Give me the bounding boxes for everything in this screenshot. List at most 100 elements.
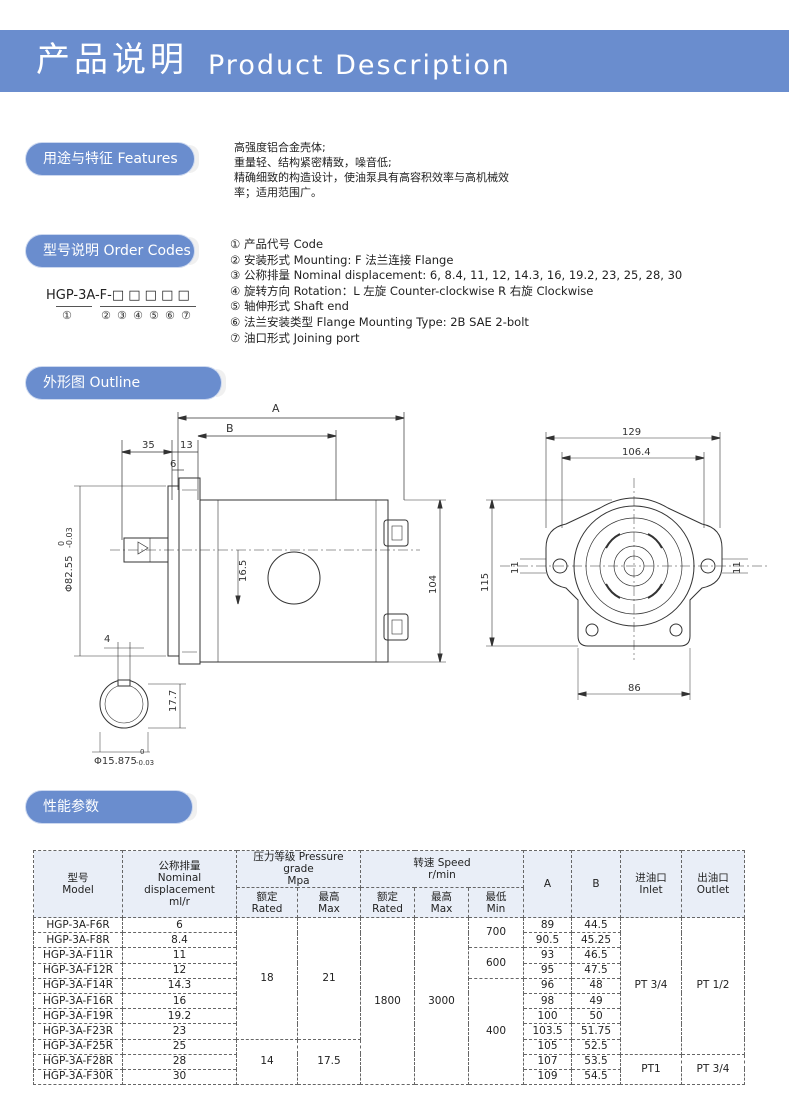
cell-B: 48 bbox=[571, 977, 621, 994]
section-order-codes: 型号说明 Order Codes bbox=[26, 235, 199, 267]
cell-disp: 19.2 bbox=[122, 1008, 237, 1025]
side-view: A B 35 13 6 bbox=[57, 402, 446, 665]
section-spec: 性能参数 Specification bbox=[26, 791, 197, 847]
cell-B: 46.5 bbox=[571, 947, 621, 964]
tol-upper: 0 bbox=[140, 748, 144, 756]
table-row: HGP-3A-F23R 23 103.5 51.75 bbox=[33, 1023, 745, 1040]
code-line: ① 产品代号 Code bbox=[230, 237, 324, 251]
code-num: ③ bbox=[117, 309, 127, 322]
cell-A: 100 bbox=[523, 1008, 572, 1025]
code-underline bbox=[56, 306, 92, 307]
page-title-en: Product Description bbox=[208, 50, 511, 81]
cell-model: HGP-3A-F8R bbox=[33, 932, 123, 949]
code-line: ④ 旋转方向 Rotation：L 左旋 Counter-clockwise R… bbox=[230, 283, 594, 298]
cell-rated: 14 bbox=[236, 1038, 298, 1086]
dim-11-right: 11 bbox=[732, 561, 743, 574]
cell-B: 52.5 bbox=[571, 1038, 621, 1055]
cell-disp: 12 bbox=[122, 962, 237, 979]
dim-35: 35 bbox=[142, 440, 155, 451]
tol-lower: -0.03 bbox=[136, 759, 154, 767]
cell-A: 98 bbox=[523, 992, 572, 1010]
cell-A: 95 bbox=[523, 962, 572, 979]
code-num: ② bbox=[101, 309, 111, 322]
dim-115: 115 bbox=[480, 573, 491, 592]
code-line: ⑦ 油口形式 Joining port bbox=[230, 330, 360, 345]
feature-line: 重量轻、结构紧密精致，噪音低; bbox=[234, 156, 392, 169]
cell-B: 54.5 bbox=[571, 1068, 621, 1086]
dim-phi-82-55: Φ82.55 bbox=[64, 556, 75, 593]
cell-model: HGP-3A-F14R bbox=[33, 977, 123, 994]
cell-B: 49 bbox=[571, 992, 621, 1010]
cell-A: 105 bbox=[523, 1038, 572, 1055]
order-code-list: ① 产品代号 Code ② 安装形式 Mounting: F 法兰连接 Flan… bbox=[230, 237, 682, 346]
feature-line: 高强度铝合金壳体; bbox=[234, 141, 326, 154]
cell-speed-min: 600 bbox=[468, 947, 524, 979]
cell-model: HGP-3A-F11R bbox=[33, 947, 123, 964]
cell-model: HGP-3A-F6R bbox=[33, 916, 123, 934]
cell-B: 45.25 bbox=[571, 932, 621, 949]
cell-B: 51.75 bbox=[571, 1023, 621, 1040]
code-line: ② 安装形式 Mounting: F 法兰连接 Flange bbox=[230, 252, 454, 267]
cell-A: 107 bbox=[523, 1053, 572, 1070]
table-row: HGP-3A-F6R 6 18 21 1800 3000 700 89 44.5… bbox=[33, 916, 745, 1086]
table-row: HGP-3A-F30R 30 109 54.5 bbox=[33, 1068, 745, 1086]
cell-A: 89 bbox=[523, 916, 572, 934]
cell-disp: 6 bbox=[122, 916, 237, 934]
cell-model: HGP-3A-F28R bbox=[33, 1053, 123, 1070]
cell-A: 103.5 bbox=[523, 1023, 572, 1040]
cell-disp: 16 bbox=[122, 992, 237, 1010]
code-num: ⑦ bbox=[181, 309, 191, 322]
front-view: 129 106.4 11 11 115 bbox=[480, 427, 770, 700]
cell-outlet: PT 1/2 bbox=[681, 917, 745, 1055]
cell-max: 17.5 bbox=[297, 1038, 361, 1086]
cell-speed-rated: 1800 bbox=[360, 916, 415, 1086]
cell-max: 21 bbox=[297, 917, 361, 1040]
dim-129: 129 bbox=[622, 427, 641, 438]
code-line: ⑤ 轴伸形式 Shaft end bbox=[230, 299, 349, 314]
cell-inlet: PT 3/4 bbox=[620, 917, 682, 1055]
tol-upper: 0 bbox=[57, 541, 66, 546]
header-B: B bbox=[571, 850, 621, 918]
code-line: ⑥ 法兰安装类型 Flange Mounting Type: 2B SAE 2-… bbox=[230, 314, 529, 329]
cell-speed-max: 3000 bbox=[414, 916, 469, 1086]
cell-A: 93 bbox=[523, 947, 572, 964]
cell-model: HGP-3A-F25R bbox=[33, 1038, 123, 1055]
table-row: HGP-3A-F8R 8.4 90.5 45.25 bbox=[33, 932, 745, 949]
table-row: HGP-3A-F25R 25 14 17.5 105 52.5 bbox=[33, 1038, 745, 1086]
cell-outlet: PT 3/4 bbox=[681, 1053, 745, 1086]
code-line: ③ 公称排量 Nominal displacement: 6, 8.4, 11,… bbox=[230, 268, 683, 283]
dim-16-5: 16.5 bbox=[238, 560, 249, 582]
header-A: A bbox=[523, 850, 572, 918]
model-code: HGP-3A-F-□ □ □ □ □ bbox=[46, 288, 190, 303]
cell-B: 50 bbox=[571, 1008, 621, 1025]
cell-A: 109 bbox=[523, 1068, 572, 1086]
cell-disp: 25 bbox=[122, 1038, 237, 1055]
dim-13: 13 bbox=[180, 440, 193, 451]
code-num: ④ bbox=[133, 309, 143, 322]
cell-disp: 28 bbox=[122, 1053, 237, 1070]
table-row: HGP-3A-F12R 12 95 47.5 bbox=[33, 962, 745, 979]
dim-phi-15-875: Φ15.875 bbox=[94, 756, 137, 767]
code-num: ⑤ bbox=[149, 309, 159, 322]
outline-drawing: A B 35 13 6 bbox=[57, 402, 770, 767]
table-row: HGP-3A-F16R 16 98 49 bbox=[33, 992, 745, 1010]
code-num: ① bbox=[62, 309, 72, 322]
cell-inlet: PT1 bbox=[620, 1053, 682, 1086]
dim-11-left: 11 bbox=[510, 561, 521, 574]
cell-B: 47.5 bbox=[571, 962, 621, 979]
cell-A: 96 bbox=[523, 977, 572, 994]
code-num: ⑥ bbox=[165, 309, 175, 322]
tol-lower: -0.03 bbox=[65, 527, 74, 548]
cell-speed-min: 400 bbox=[468, 977, 524, 1086]
shaft-end-view: 4 17.7 Φ15.875 0 -0.03 bbox=[92, 634, 186, 767]
cell-model: HGP-3A-F16R bbox=[33, 992, 123, 1010]
